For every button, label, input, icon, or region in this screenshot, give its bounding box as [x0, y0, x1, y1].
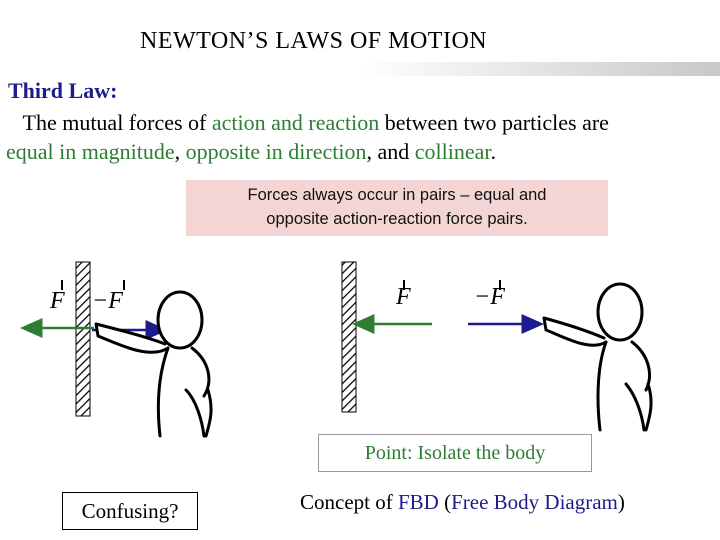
text-part: , — [174, 139, 186, 164]
left-wall — [75, 261, 91, 417]
highlight-opposite-direction: opposite in direction — [185, 139, 367, 164]
slide-title: NEWTON’S LAWS OF MOTION — [140, 28, 488, 54]
title-underline — [0, 62, 720, 76]
text-part: , and — [366, 139, 415, 164]
concept-suffix: ) — [617, 490, 625, 514]
right-wall — [341, 261, 357, 413]
concept-middle: ( — [438, 490, 452, 514]
label-f-left: F — [50, 288, 65, 314]
highlight-collinear: collinear — [414, 139, 491, 164]
force-diagram — [20, 261, 653, 438]
label-neg-f-left: −F — [92, 288, 123, 314]
concept-fbd: FBD — [397, 490, 439, 514]
point-isolate-body-box: Point: Isolate the body — [318, 434, 592, 472]
left-person-figure — [94, 290, 213, 438]
note-line-2: opposite action-reaction force pairs. — [266, 210, 528, 228]
concept-fbd-text: Concept of FBD (Free Body Diagram) — [300, 490, 625, 515]
force-pairs-note: Forces always occur in pairs – equal and… — [186, 180, 608, 236]
note-line-1: Forces always occur in pairs – equal and — [247, 186, 547, 204]
right-person-figure — [542, 282, 653, 432]
third-law-text: The mutual forces of action and reaction… — [6, 108, 616, 166]
label-neg-f-right: −F — [474, 284, 505, 310]
text-part: The mutual forces of — [22, 110, 212, 135]
highlight-equal-magnitude: equal in magnitude — [6, 139, 175, 164]
confusing-box: Confusing? — [62, 492, 198, 530]
highlight-action-reaction: action and reaction — [211, 110, 380, 135]
label-f-right: F — [396, 284, 411, 310]
text-part: between two particles are — [379, 110, 609, 135]
concept-full-name: Free Body Diagram — [451, 490, 618, 514]
concept-prefix: Concept of — [300, 490, 398, 514]
section-heading: Third Law: — [8, 78, 118, 103]
text-part: . — [490, 139, 497, 164]
